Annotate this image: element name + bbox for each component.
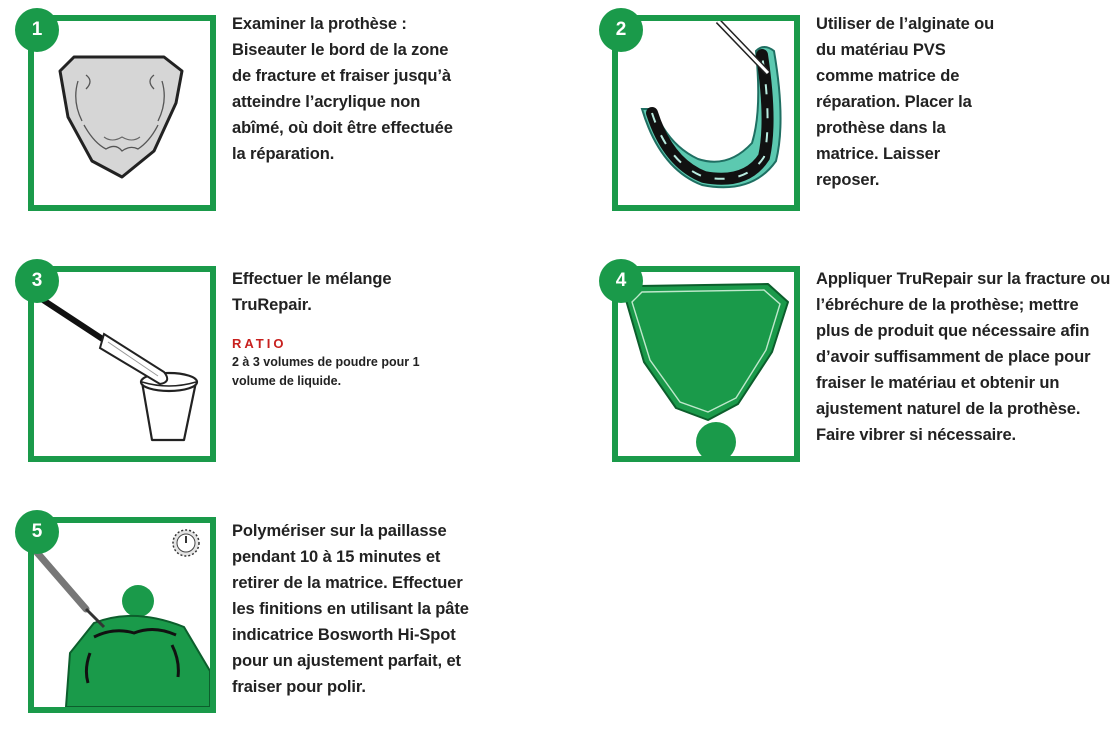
mixing-cup-icon bbox=[34, 291, 199, 442]
ratio-heading: RATIO bbox=[232, 336, 287, 351]
step-4-instructions: Appliquer TruRepair sur la fracture ou l… bbox=[816, 270, 1111, 444]
step-5-instructions: Polymériser sur la paillasse pendant 10 … bbox=[232, 522, 469, 696]
polishing-denture-icon bbox=[34, 529, 210, 707]
ratio-text: 2 à 3 volumes de poudre pour 1 volume de… bbox=[232, 355, 420, 388]
step-4-illustration-frame bbox=[612, 266, 800, 462]
step-2-number-badge: 2 bbox=[599, 8, 643, 52]
alginate-matrix-icon bbox=[640, 21, 782, 189]
step-5-number-badge: 5 bbox=[15, 510, 59, 554]
step-5-illustration-frame bbox=[28, 517, 216, 713]
step-2-instructions: Utiliser de l’alginate ou du matériau PV… bbox=[816, 15, 995, 189]
step-3-instructions: Effectuer le mélange TruRepair. bbox=[232, 270, 392, 314]
step-3-illustration-frame bbox=[28, 266, 216, 462]
denture-outline-icon bbox=[58, 55, 184, 179]
step-1-number-badge: 1 bbox=[15, 8, 59, 52]
step-1-illustration-frame bbox=[28, 15, 216, 211]
step-1-instructions: Examiner la prothèse : Biseauter le bord… bbox=[232, 15, 453, 163]
green-denture-icon bbox=[625, 283, 789, 456]
step-4-number-badge: 4 bbox=[599, 259, 643, 303]
step-2-illustration-frame bbox=[612, 15, 800, 211]
step-3-number-badge: 3 bbox=[15, 259, 59, 303]
